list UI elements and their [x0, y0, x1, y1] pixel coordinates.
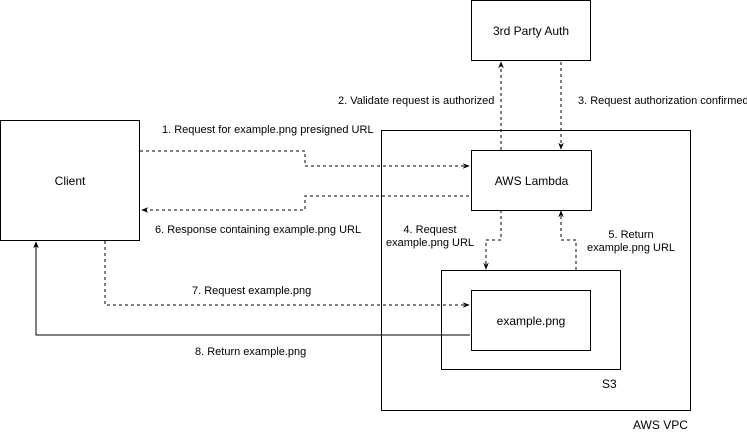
edge-6-label: 6. Response containing example.png URL: [155, 224, 362, 236]
edge-2-label: 2. Validate request is authorized: [338, 95, 495, 107]
third-party-auth-node: 3rd Party Auth: [471, 0, 591, 61]
edge-3-label: 3. Request authorization confirmed: [578, 95, 747, 107]
aws-vpc-container-label: AWS VPC: [633, 418, 688, 432]
client-label: Client: [54, 173, 86, 188]
edge-4-label-line2: example.png URL: [385, 237, 475, 249]
edge-4-label-line1: 4. Request: [403, 224, 457, 236]
edge-1-label: 1. Request for example.png presigned URL: [162, 124, 374, 136]
client-node: Client: [0, 120, 140, 241]
edge-4-request-url: [483, 210, 502, 270]
edge-5-label: 5. Return example.png URL: [585, 229, 677, 255]
edge-5-label-line2: example.png URL: [586, 242, 676, 254]
s3-container: [441, 270, 621, 370]
edge-1-request-presigned-url: [140, 150, 470, 169]
edge-6-response-url: [141, 195, 469, 213]
edge-5-return-url: [558, 210, 577, 270]
edge-4-label: 4. Request example.png URL: [384, 224, 476, 250]
edge-7-request-image: [104, 241, 470, 308]
example-png-label: example.png: [496, 313, 566, 328]
edge-5-label-line1: 5. Return: [608, 229, 654, 241]
edge-7-label: 7. Request example.png: [192, 285, 312, 297]
aws-vpc-container: [381, 130, 691, 411]
example-png-node: example.png: [471, 290, 591, 351]
edge-8-label: 8. Return example.png: [195, 346, 307, 358]
third-party-auth-label: 3rd Party Auth: [492, 23, 570, 38]
s3-container-label: S3: [602, 377, 617, 391]
edge-8-return-image: [33, 241, 470, 336]
aws-lambda-node: AWS Lambda: [471, 150, 592, 211]
aws-lambda-label: AWS Lambda: [494, 173, 569, 188]
